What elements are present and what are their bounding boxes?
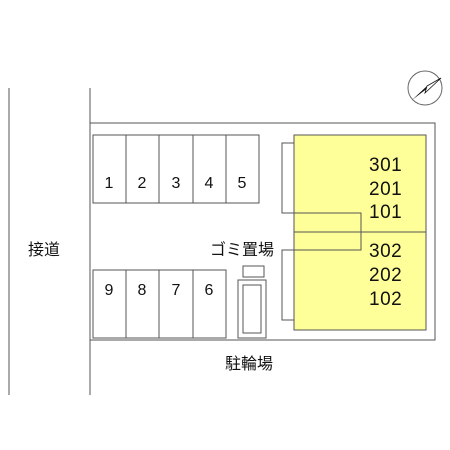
stair-outline-upper: [281, 142, 294, 214]
road-label: 接道: [28, 240, 61, 259]
parking-number-6: 6: [204, 282, 214, 299]
unit-102: 102: [369, 289, 403, 310]
parking-space-8: [125, 269, 160, 339]
bicycle-parking: [237, 279, 267, 339]
unit-202: 202: [369, 265, 403, 286]
parking-number-1: 1: [104, 175, 114, 192]
parking-number-8: 8: [137, 282, 147, 299]
unit-201: 201: [369, 179, 403, 200]
parking-space-7: [158, 269, 194, 339]
unit-302: 302: [369, 241, 403, 262]
parking-row-top: [92, 134, 260, 204]
parking-space-5: [225, 134, 260, 204]
parking-space-1: [92, 134, 127, 204]
parking-number-3: 3: [171, 175, 181, 192]
parking-space-9: [92, 269, 127, 339]
garbage-area-label: ゴミ置場: [210, 240, 275, 259]
parking-number-5: 5: [237, 175, 247, 192]
parking-number-2: 2: [137, 175, 147, 192]
entrance-corridor: [294, 212, 362, 251]
parking-number-7: 7: [171, 282, 181, 299]
parking-number-4: 4: [204, 175, 214, 192]
parking-space-4: [192, 134, 227, 204]
parking-row-bottom: [92, 269, 227, 339]
garbage-area: [242, 265, 265, 278]
unit-301: 301: [369, 155, 403, 176]
bicycle-parking-inner: [242, 284, 262, 334]
parking-number-9: 9: [104, 282, 114, 299]
unit-101: 101: [369, 202, 403, 223]
parking-space-2: [125, 134, 160, 204]
stair-outline-lower: [281, 249, 294, 321]
parking-space-6: [192, 269, 227, 339]
north-arrow-icon: [407, 70, 443, 106]
parking-space-3: [158, 134, 194, 204]
bicycle-parking-label: 駐輪場: [225, 354, 274, 373]
site-boundary: [89, 122, 436, 341]
